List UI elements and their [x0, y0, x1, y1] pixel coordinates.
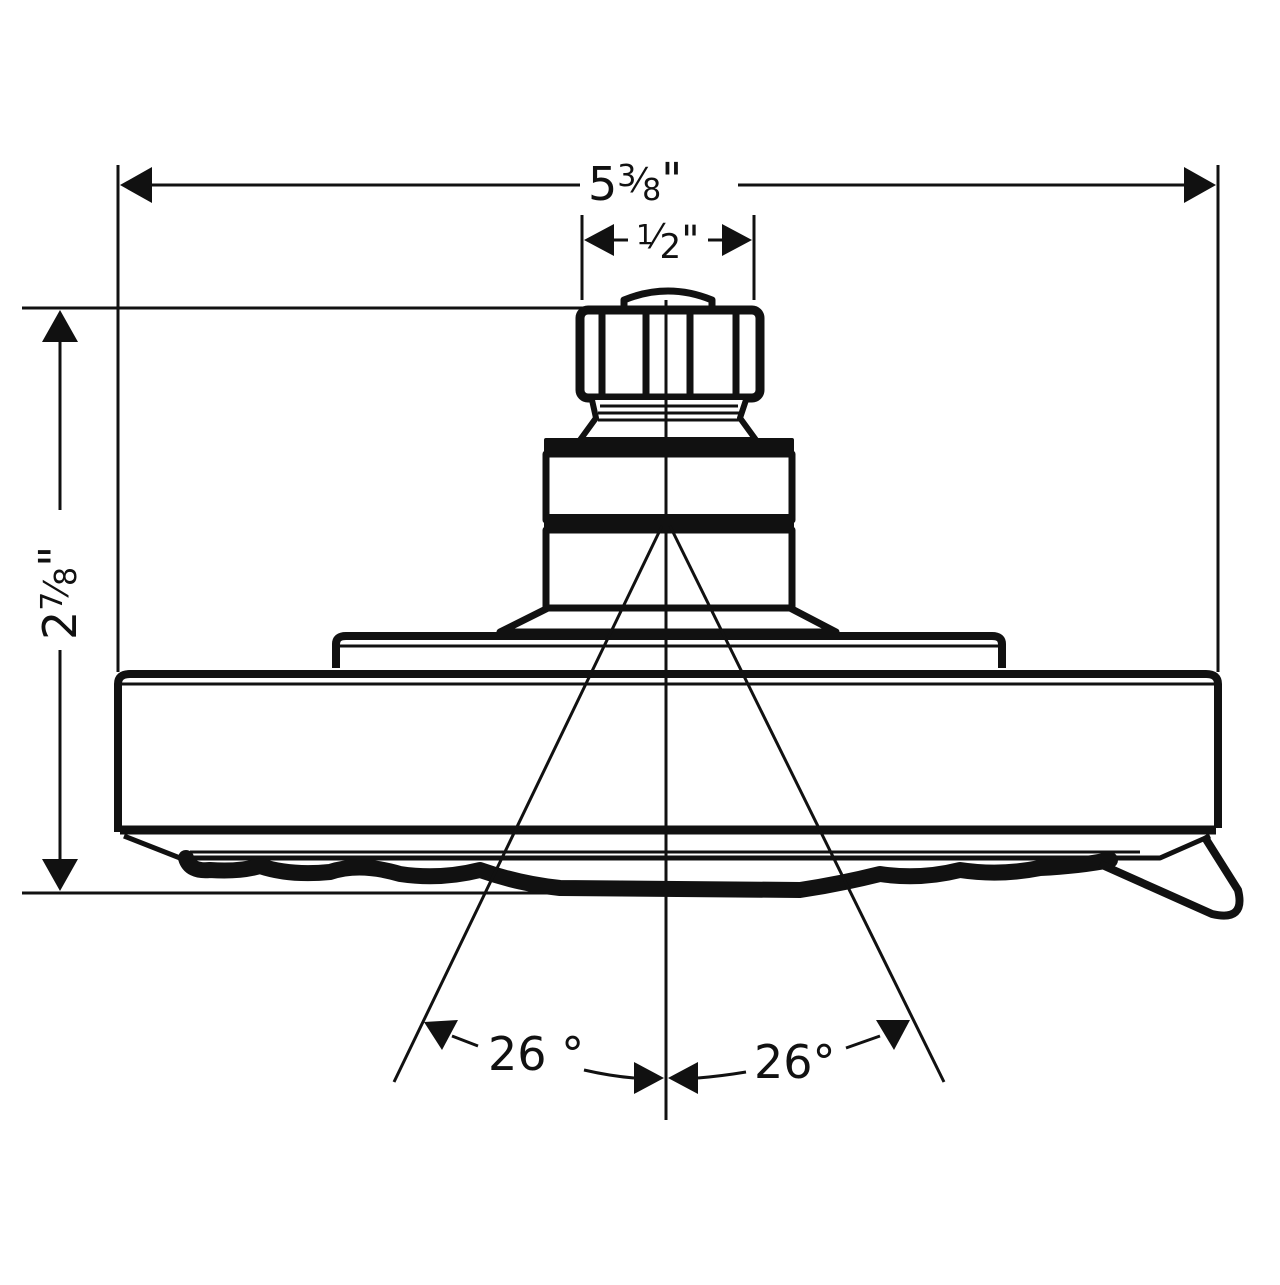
hex-nut [575, 305, 765, 403]
spray-line-right [668, 525, 946, 1083]
arrowhead-right-icon [722, 224, 752, 256]
main-body [114, 670, 1222, 832]
shower-head [114, 287, 1244, 920]
arrowhead-angle-left-inner-icon [634, 1062, 664, 1094]
arrowhead-right-icon [1184, 167, 1216, 203]
spray-angle-dimension: 26 ° 26° [424, 1020, 910, 1094]
spray-line-left [392, 525, 664, 1083]
upper-plate [332, 632, 1006, 668]
connection-size-dimension: 1⁄2" [580, 215, 756, 300]
overall-width-dimension: 53⁄8" [116, 153, 1220, 672]
arrowhead-angle-right-inner-icon [668, 1062, 698, 1094]
flared-base [496, 604, 840, 636]
spray-angle-right-label: 26° [754, 1035, 836, 1089]
arrowhead-angle-right-outer-icon [876, 1020, 910, 1050]
spray-nozzles [178, 850, 1118, 898]
arrowhead-angle-left-outer-icon [424, 1020, 458, 1050]
ball-joint-lower [542, 526, 796, 612]
ball-joint-upper [542, 450, 796, 524]
arrowhead-left-icon [120, 167, 152, 203]
spray-angle-left-label: 26 ° [488, 1027, 584, 1081]
top-cap [620, 287, 716, 310]
overall-width-label: 53⁄8" [588, 153, 682, 211]
spray-lever [1098, 833, 1244, 920]
overall-height-dimension: 27⁄8" [22, 306, 640, 895]
arrowhead-up-icon [42, 310, 78, 342]
arrowhead-left-icon [584, 224, 614, 256]
spray-angle-lines [392, 300, 946, 1120]
overall-height-label: 27⁄8" [29, 546, 87, 640]
arrowhead-down-icon [42, 859, 78, 891]
connection-size-label: 1⁄2" [636, 217, 700, 267]
